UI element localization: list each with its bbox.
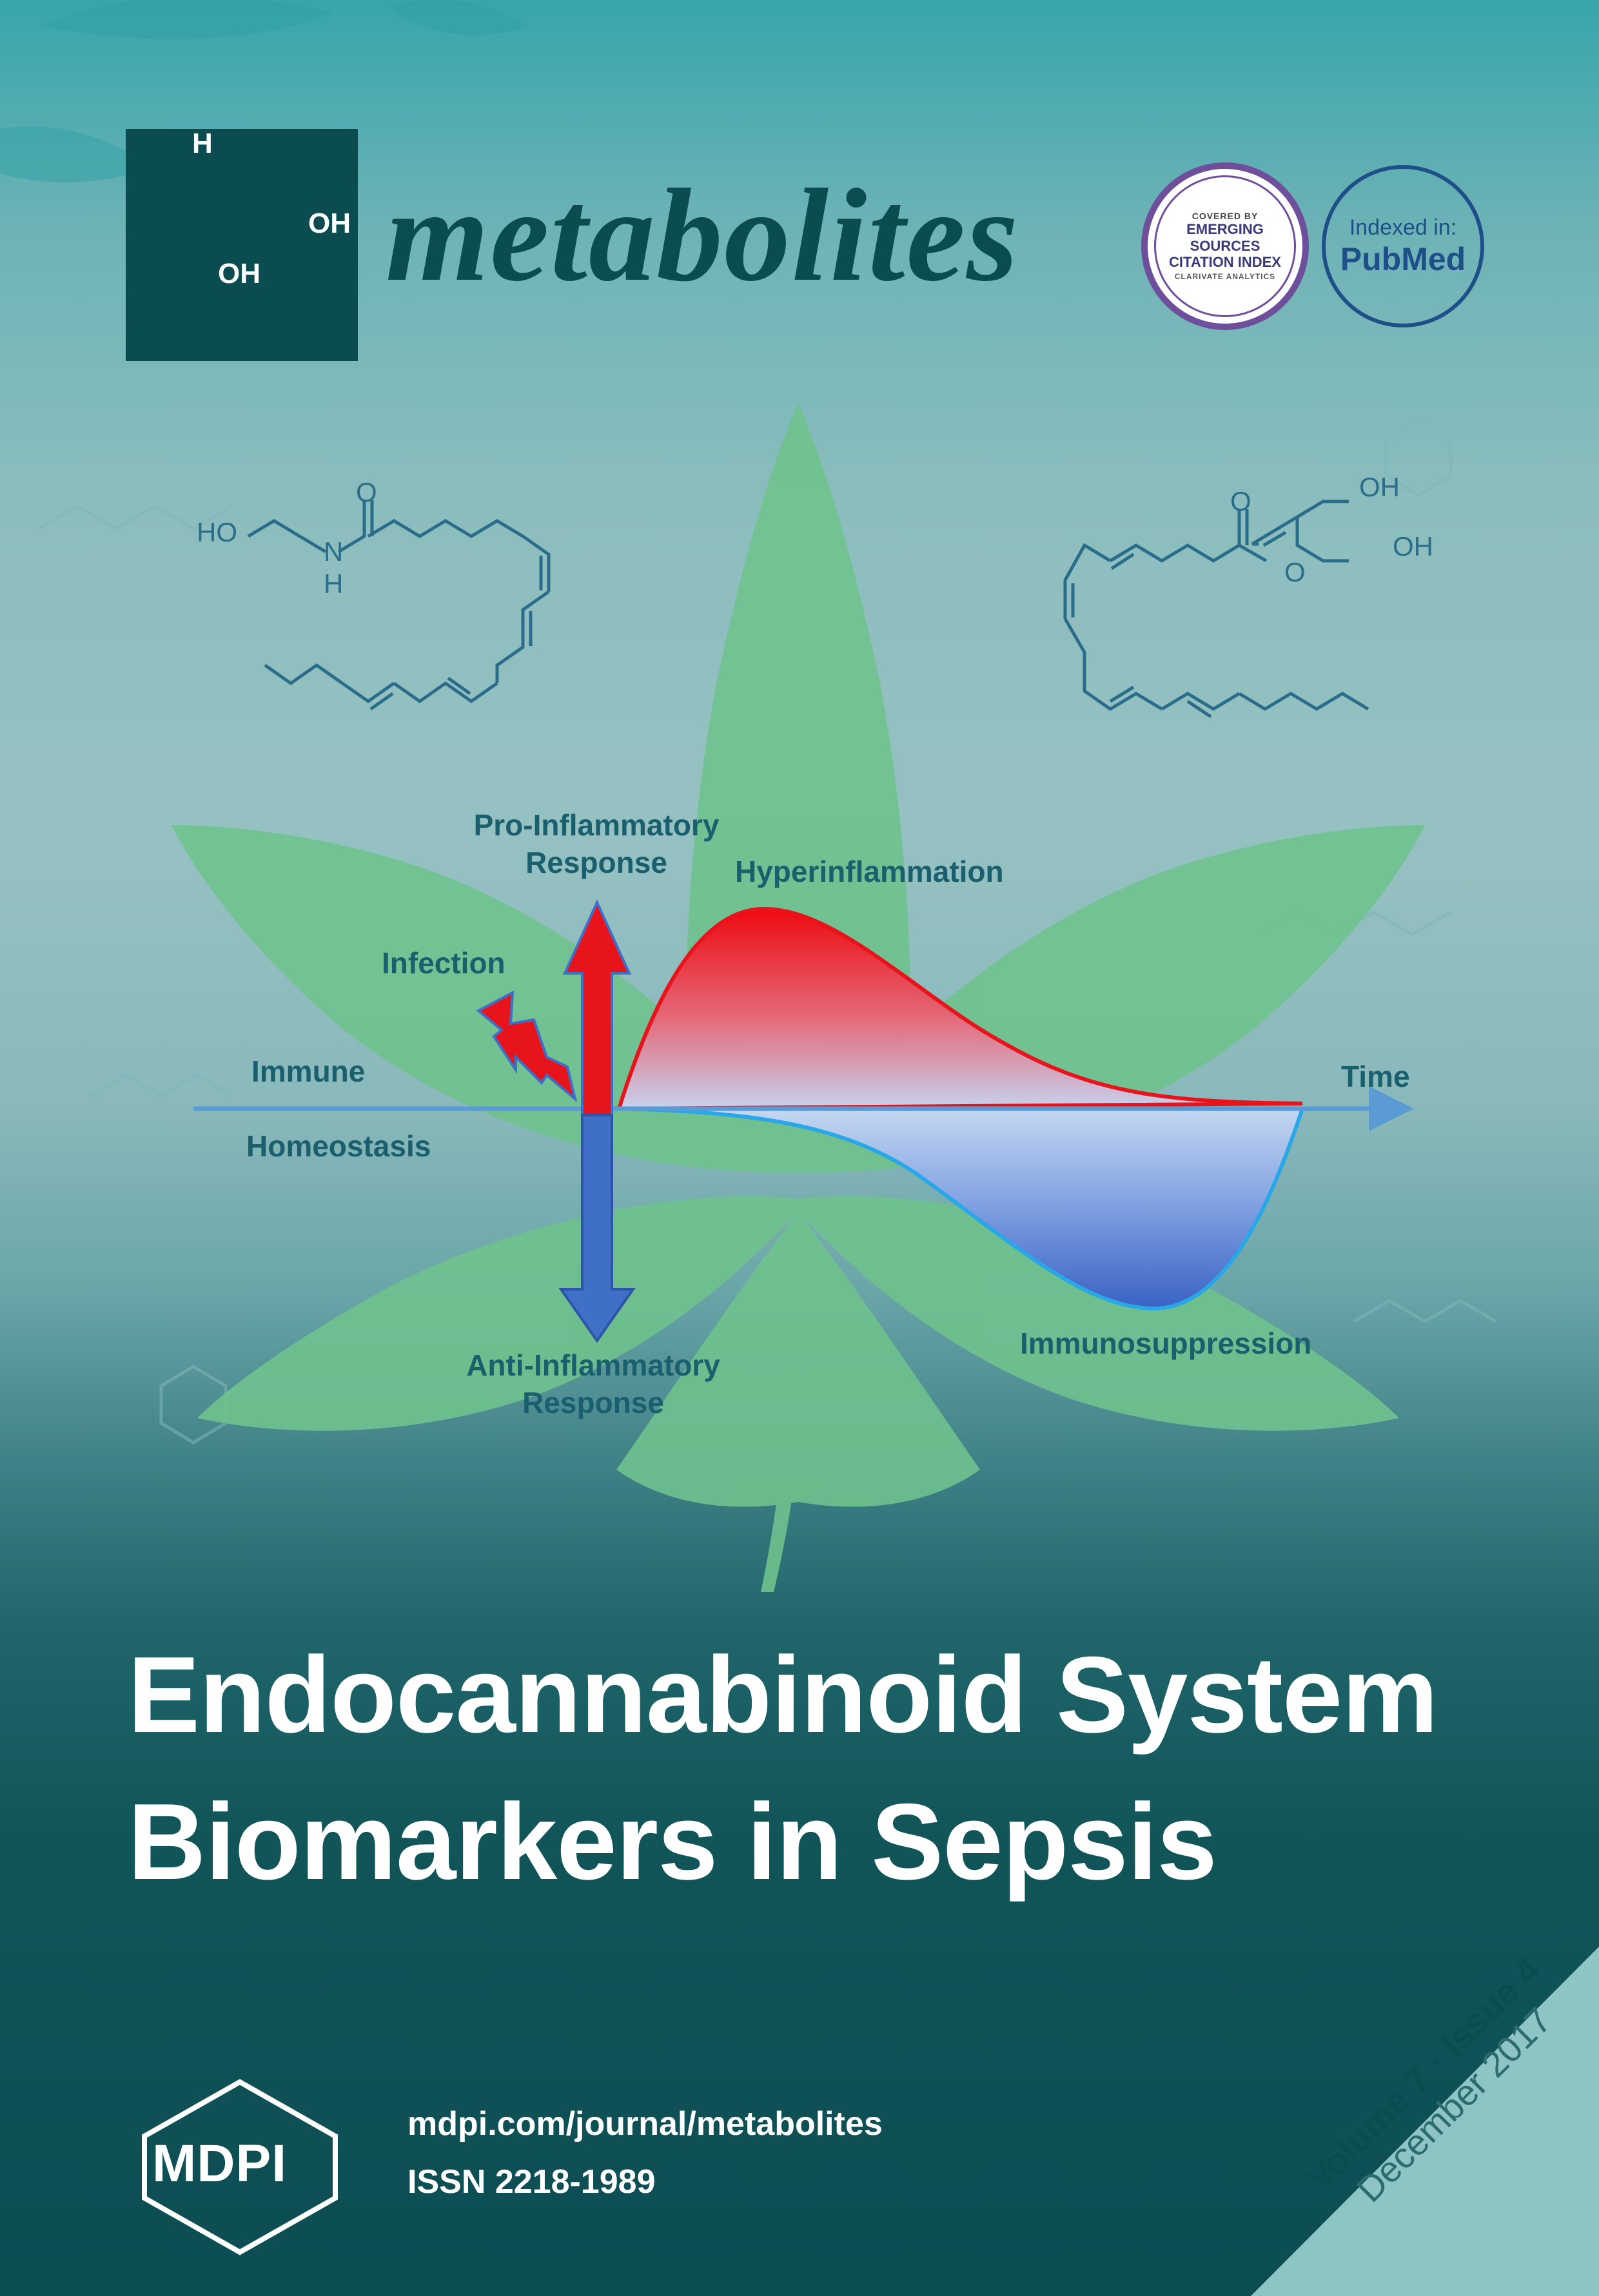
esci-badge: COVERED BY EMERGING SOURCES CITATION IND… xyxy=(1141,162,1309,330)
pro-inflammatory-label: Pro-Inflammatory Response xyxy=(451,807,741,881)
anandamide-structure xyxy=(247,500,551,711)
issue-corner-band xyxy=(1251,1947,1599,2296)
hyperinflammation-curve xyxy=(616,906,1303,1111)
issn: ISSN 2218-1989 xyxy=(407,2163,656,2201)
anti-inflammatory-label: Anti-Inflammatory Response xyxy=(438,1347,748,1421)
pubmed-indexed-in: Indexed in: xyxy=(1349,215,1457,240)
pubmed-name: PubMed xyxy=(1340,240,1466,277)
article-title: Endocannabinoid System Biomarkers in Sep… xyxy=(128,1621,1438,1915)
mdpi-hexagon-logo xyxy=(142,2079,338,2255)
logo-atom-oh-bottom: OH xyxy=(218,258,260,289)
logo-atom-h: H xyxy=(192,128,213,159)
time-label: Time xyxy=(1341,1060,1410,1093)
pro-inflammatory-line-2: Response xyxy=(525,845,667,879)
mol-right-oh-right: OH xyxy=(1393,531,1433,561)
2ag-structure xyxy=(1063,500,1369,719)
mol-left-ho: HO xyxy=(197,517,237,547)
mol-right-oh-top: OH xyxy=(1359,472,1400,502)
infection-lightning-icon xyxy=(476,990,578,1103)
logo-atom-oh-top: OH xyxy=(308,208,351,239)
journal-name: metabolites xyxy=(386,161,1020,309)
background-leaf-shapes xyxy=(0,0,529,182)
homeostasis-label: Homeostasis xyxy=(246,1129,431,1163)
article-title-line-1: Endocannabinoid System xyxy=(128,1634,1438,1755)
mol-left-o: O xyxy=(356,477,377,507)
mol-right-o-carbonyl: O xyxy=(1230,486,1251,516)
mol-right-o-ester: O xyxy=(1284,557,1306,587)
pro-inflammatory-line-1: Pro-Inflammatory xyxy=(473,808,720,842)
infection-label: Infection xyxy=(382,946,505,980)
pro-inflammatory-arrow xyxy=(562,899,632,1116)
immune-label: Immune xyxy=(251,1055,366,1088)
journal-logo xyxy=(126,129,358,361)
anti-inflammatory-line-1: Anti-Inflammatory xyxy=(466,1348,720,1382)
mdpi-wordmark: MDPI xyxy=(152,2134,287,2193)
esci-badge-ring xyxy=(1154,175,1296,317)
pubmed-badge: Indexed in: PubMed xyxy=(1322,165,1484,327)
mol-left-n: N xyxy=(324,536,344,567)
anti-inflammatory-line-2: Response xyxy=(522,1385,664,1419)
anti-inflammatory-arrow xyxy=(558,1114,636,1343)
immunosuppression-label: Immunosuppression xyxy=(1020,1327,1312,1360)
immunosuppression-curve xyxy=(618,1107,1306,1311)
hyperinflammation-label: Hyperinflammation xyxy=(735,855,1004,888)
journal-url[interactable]: mdpi.com/journal/metabolites xyxy=(407,2105,883,2143)
article-title-line-2: Biomarkers in Sepsis xyxy=(128,1781,1217,1902)
mol-left-h: H xyxy=(324,569,344,599)
